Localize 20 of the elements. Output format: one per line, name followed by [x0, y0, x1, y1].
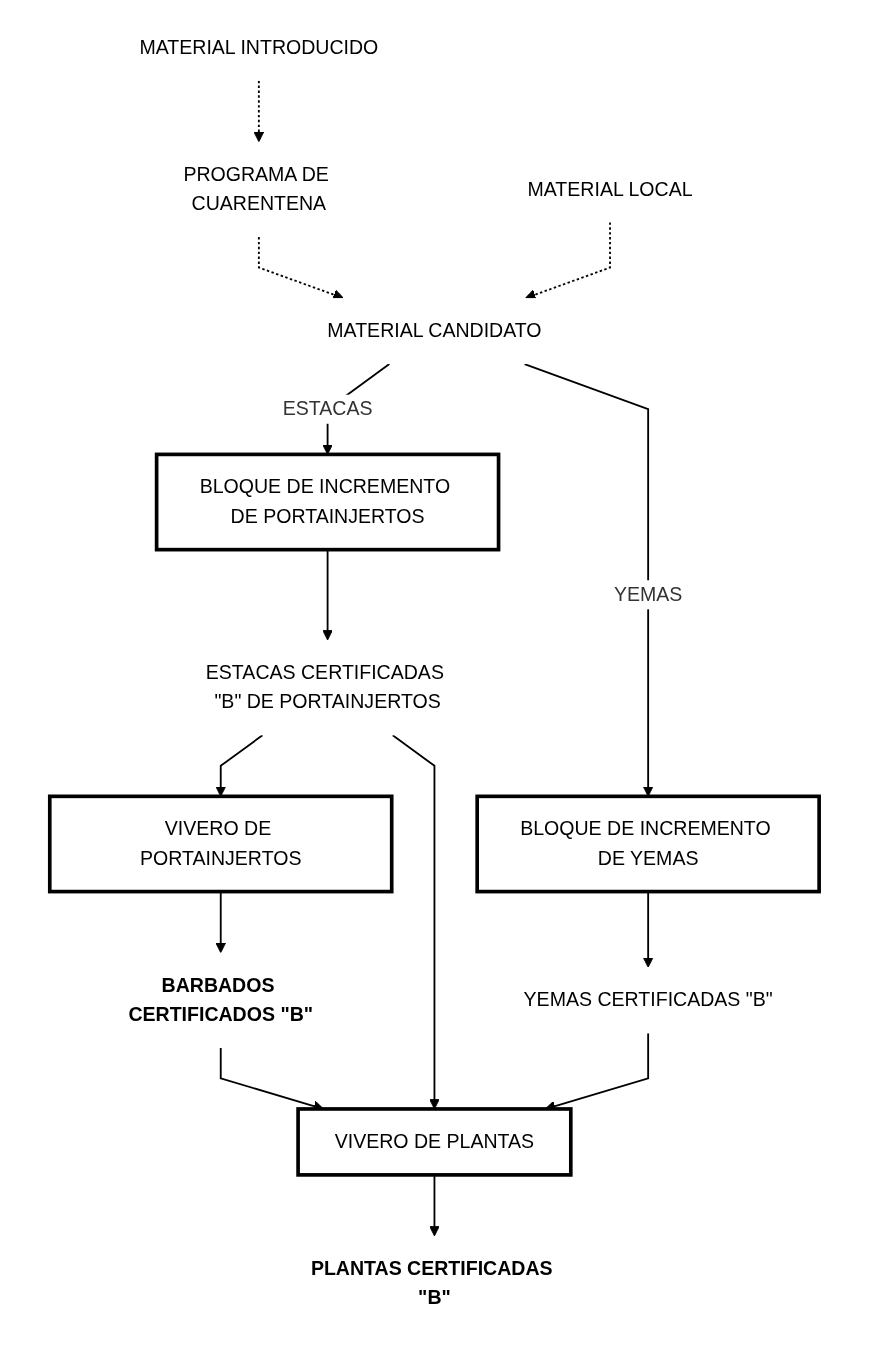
node-box: BLOQUE DE INCREMENTO DE PORTAINJERTOS	[154, 452, 501, 552]
node-text: PLANTAS CERTIFICADAS "B"	[310, 1257, 553, 1309]
arrow	[523, 363, 654, 797]
node-text: MATERIAL CANDIDATO	[327, 320, 542, 341]
arrow	[525, 221, 611, 300]
node-text: MATERIAL LOCAL	[527, 178, 693, 200]
edge-label: YEMAS	[614, 583, 683, 605]
node-box: VIVERO DE PLANTAS	[296, 1107, 573, 1177]
node-text: ESTACAS CERTIFICADAS "B" DE PORTAINJERTOS	[205, 662, 444, 713]
arrow	[258, 236, 344, 300]
node-text: MATERIAL INTRODUCIDO	[139, 36, 379, 58]
arrow	[215, 734, 264, 797]
edge-label: ESTACAS	[282, 398, 373, 419]
node-text: BARBADOS CERTIFICADOS "B"	[128, 974, 314, 1025]
arrow	[429, 1174, 440, 1237]
node-box: BLOQUE DE INCREMENTO DE YEMAS	[475, 794, 821, 894]
arrow	[253, 79, 265, 143]
node-text: PROGRAMA DE CUARENTENA	[183, 163, 329, 214]
node-text: YEMAS CERTIFICADAS "B"	[523, 989, 773, 1011]
node-box: VIVERO DE PORTAINJERTOS	[48, 794, 394, 894]
